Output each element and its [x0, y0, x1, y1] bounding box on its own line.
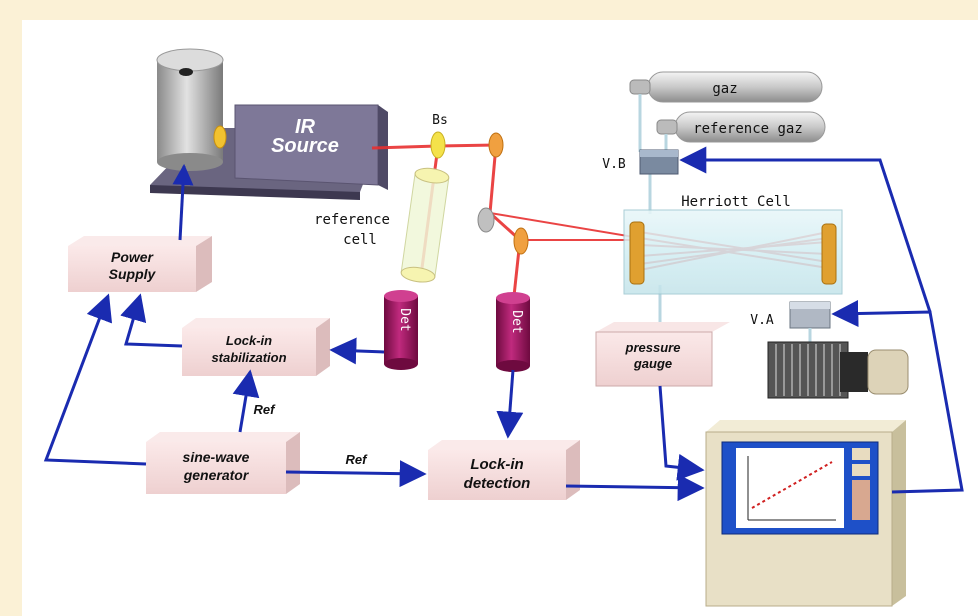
herriott-label: Herriott Cell	[681, 194, 791, 210]
det-right-label: Det	[509, 310, 524, 333]
pressure-label-2: gauge	[633, 356, 672, 371]
reference-cell-label-1: reference	[314, 212, 390, 228]
beam-splitter	[430, 131, 446, 159]
computer	[705, 420, 906, 607]
sine-label-2: generator	[183, 467, 250, 483]
lockin-det-label-2: detection	[464, 475, 531, 492]
lockin-stab-label-2: stabilization	[211, 350, 286, 365]
ref-lower-label: Ref	[346, 452, 369, 467]
valve-a	[789, 301, 831, 329]
ref-upper-label: Ref	[254, 402, 277, 417]
power-supply-label-1: Power	[111, 249, 155, 265]
vb-label: V.B	[602, 157, 626, 172]
va-label: V.A	[750, 313, 774, 328]
lockin-det-label-1: Lock-in	[470, 456, 523, 473]
gaz-label: gaz	[712, 81, 737, 97]
signal-lines	[43, 146, 964, 502]
mirror-1	[488, 132, 504, 158]
power-supply-label-2: Supply	[109, 266, 157, 282]
lockin-stabilization-box	[182, 318, 330, 376]
reference-gaz-label: reference gaz	[693, 121, 803, 137]
power-supply-box	[68, 236, 212, 292]
detector-right: Det	[496, 292, 530, 372]
herriott-cell	[623, 209, 843, 295]
ir-source-label-2: Source	[271, 135, 339, 157]
vacuum-pump	[767, 341, 909, 399]
ir-source-label-1: IR	[295, 116, 316, 138]
bs-label: Bs	[432, 113, 448, 128]
det-left-label: Det	[397, 308, 412, 331]
mirror-3	[513, 227, 529, 255]
gaz-tank	[629, 71, 823, 103]
detector-left: Det	[384, 290, 418, 370]
mirror-2	[477, 207, 495, 233]
lockin-stab-label-1: Lock-in	[226, 333, 272, 348]
pressure-gauge-box	[595, 322, 730, 387]
sine-label-1: sine-wave	[183, 449, 250, 465]
reference-cell	[400, 167, 450, 283]
reference-cell-label-2: cell	[343, 232, 377, 248]
reference-gaz-tank	[656, 111, 826, 143]
sine-wave-generator-box	[146, 432, 300, 494]
valve-b	[639, 149, 679, 175]
pressure-label-1: pressure	[625, 340, 681, 355]
lockin-detection-box	[428, 440, 580, 500]
ir-source: IR Source	[150, 48, 388, 200]
